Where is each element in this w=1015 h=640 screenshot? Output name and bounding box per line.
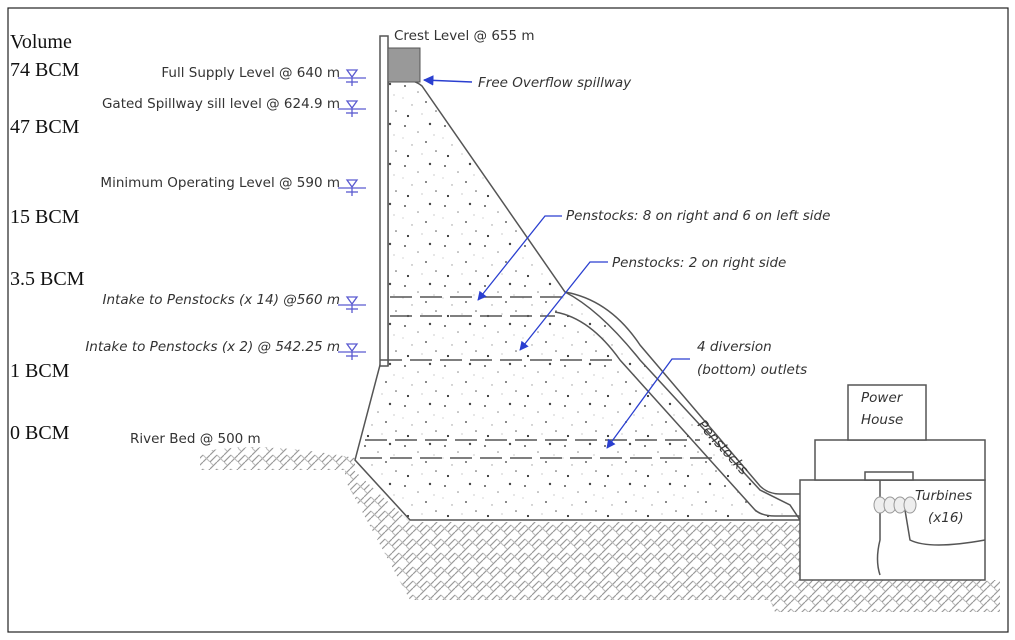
level-label-min-operating: Minimum Operating Level @ 590 m (100, 175, 340, 191)
volume-tick: 0 BCM (10, 422, 70, 444)
volume-tick: 47 BCM (10, 116, 80, 138)
turbine-icon (873, 496, 917, 514)
spillway-label: Free Overflow spillway (478, 75, 632, 91)
penstocks-main-label: Penstocks: 8 on right and 6 on left side (566, 208, 830, 224)
volume-axis-title: Volume (10, 31, 72, 53)
level-label-intake-2: Intake to Penstocks (x 2) @ 542.25 m (85, 339, 340, 355)
level-label-spillway-sill: Gated Spillway sill level @ 624.9 m (102, 96, 340, 112)
power-house (799, 384, 986, 581)
penstocks-right-arrow (519, 261, 608, 351)
crest-level-label: Crest Level @ 655 m (394, 28, 535, 44)
frame-border (7, 7, 1009, 633)
penstocks-main-arrow (477, 215, 562, 301)
volume-tick: 3.5 BCM (10, 268, 85, 290)
foundation-ground (345, 462, 1000, 612)
level-label-intake-14: Intake to Penstocks (x 14) @560 m (102, 292, 340, 308)
penstock-pipe-upper (564, 291, 905, 495)
volume-tick: 74 BCM (10, 59, 80, 81)
penstock-pipe-lower (554, 311, 905, 517)
diversion-arrow (606, 358, 690, 449)
diversion-label-line2: (bottom) outlets (697, 362, 807, 378)
turbines-label-line1: Turbines (915, 488, 972, 504)
level-label-full-supply: Full Supply Level @ 640 m (161, 65, 340, 81)
water-level-icon (338, 69, 366, 360)
upstream-wall (379, 35, 389, 367)
volume-tick: 15 BCM (10, 206, 80, 228)
penstocks-right-label: Penstocks: 2 on right side (612, 255, 786, 271)
power-house-label-line1: Power (861, 390, 904, 406)
diversion-label-line1: 4 diversion (697, 339, 772, 355)
power-house-label-line2: House (861, 412, 903, 428)
spillway-arrow (422, 75, 473, 86)
volume-tick: 1 BCM (10, 360, 70, 382)
crest-block (387, 47, 421, 83)
gallery-dashed-lines (360, 296, 720, 459)
turbines-label-line2: (x16) (928, 510, 964, 526)
river-bed-label: River Bed @ 500 m (130, 431, 261, 447)
left-ground (200, 447, 355, 470)
